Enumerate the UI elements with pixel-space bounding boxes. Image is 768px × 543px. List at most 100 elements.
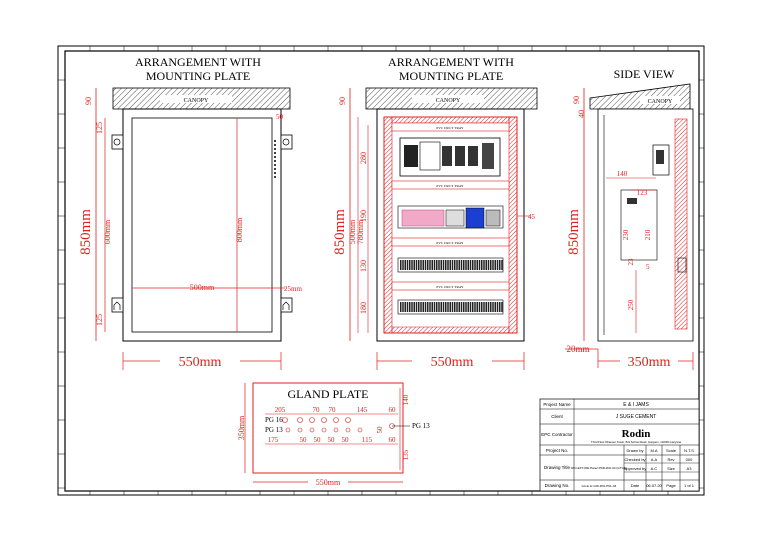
gland-bottom-dim: 60 [389, 436, 397, 444]
gland-hole-pg13 [357, 427, 363, 433]
front-view: ARRANGEMENT WITH MOUNTING PLATE CANOPY 9… [78, 55, 302, 370]
front-canopy-label: CANOPY [184, 98, 209, 104]
mounting-500-dim: 500mm [348, 219, 357, 244]
tb-drawing-no-label: Drawing No. [545, 483, 570, 488]
tb-project-no-label: Project No. [546, 448, 568, 453]
mounting-canopy-label: CANOPY [436, 98, 461, 104]
gland-hole-pg16 [309, 417, 315, 423]
front-bottom-gap-dim: 125 [95, 314, 104, 326]
tb-scale-label: Scale [666, 448, 677, 453]
mounting-height-dim: 850mm [332, 209, 348, 255]
side-top-40-dim: 40 [577, 110, 586, 118]
front-inner-width-dim: 500mm [190, 283, 215, 292]
gland-bottom-dim: 50 [342, 436, 350, 444]
duct-tray: PVC DUCT TRAY [391, 180, 510, 190]
mounting-plate-view: ARRANGEMENT WITH MOUNTING PLATE CANOPY P… [332, 55, 538, 370]
front-width-dim: 550mm [179, 355, 222, 370]
gland-bottom-dim: 50 [328, 436, 336, 444]
gland-title: GLAND PLATE [288, 387, 369, 401]
mounting-top-dim: 90 [338, 97, 347, 105]
tb-logo: Rodin [622, 428, 651, 440]
front-inner-height-dim: 800mm [235, 217, 244, 242]
gland-bottom-dim: 50 [300, 436, 308, 444]
tb-address: Third Floor Dhaneer Tower, B-9 Sohna Roa… [591, 440, 681, 444]
tb-page-value: 1 of 1 [684, 483, 695, 488]
gland-top-dim: 205 [275, 406, 286, 414]
side-230-dim: 230 [622, 229, 630, 240]
side-250-dim: 250 [627, 299, 635, 310]
tb-date-label: Date [631, 483, 640, 488]
gland-top-dim: 60 [389, 406, 397, 414]
duct-tray-label: PVC DUCT TRAY [436, 184, 464, 188]
mounting-seg-130: 130 [359, 260, 368, 272]
duct-tray: PVC DUCT TRAY [391, 237, 510, 247]
tb-checked-label: Checked by [624, 457, 645, 462]
tb-checked-value: A.A [651, 457, 658, 462]
mounting-right-45: 45 [528, 213, 536, 221]
side-title: SIDE VIEW [614, 67, 675, 81]
front-mid-height-dim: 600mm [103, 219, 112, 244]
side-top-dim: 90 [572, 96, 581, 104]
mounting-title-line2: MOUNTING PLATE [399, 69, 503, 83]
border-ticks [58, 46, 704, 495]
mounting-seg-280: 280 [359, 152, 368, 164]
tb-approved-value: A.C [651, 466, 658, 471]
side-123-dim: 123 [637, 189, 648, 197]
gland-hole-pg13 [333, 427, 339, 433]
tb-project-name-label: Project Name [543, 402, 571, 407]
gland-hole-pg13 [321, 427, 327, 433]
duct-tray: PVC DUCT TRAY [391, 281, 510, 291]
gland-width-dim: 550mm [316, 478, 341, 487]
gland-hole-pg16 [345, 417, 351, 423]
gland-right-bottom-dim: 135 [402, 449, 410, 460]
tb-client-label: Client [551, 414, 563, 419]
tb-drawing-no-value: GA-E & I-DD-RIO-PNL-04 [582, 484, 617, 488]
title-block: Project Name E & I JAMS Client J SUGE CE… [539, 398, 700, 492]
duct-tray: PVC DUCT TRAY [391, 122, 510, 132]
tb-drawing-title-value: RIO-EXT-IDE Panel PDR-RIO-04 (GTCA) [571, 466, 627, 470]
front-side-gap-dim: 25mm [284, 285, 302, 293]
side-red-strip [674, 118, 688, 330]
tb-client-value: J SUGE CEMENT [616, 414, 657, 420]
gland-pg13-right-label: PG 13 [412, 422, 430, 430]
duct-tray-label: PVC DUCT TRAY [436, 126, 464, 130]
sheet-outer-border [57, 45, 705, 496]
side-5-dim: 5 [646, 263, 650, 271]
tb-rev-value: 000 [686, 457, 693, 462]
tb-contractor-label: EPC Contractor [541, 432, 573, 437]
side-210-dim: 210 [644, 229, 652, 240]
gland-hole-pg13 [345, 427, 351, 433]
side-canopy-label: CANOPY [648, 99, 673, 105]
tb-rev-label: Rev [667, 457, 674, 462]
gland-height-dim: 350mm [237, 415, 246, 440]
gland-mid-right-dim: 50 [376, 426, 384, 434]
tb-size-label: Size [667, 466, 676, 471]
gland-right-top-dim: 140 [402, 394, 410, 405]
tb-size-value: A3 [687, 466, 693, 471]
front-title-line2: MOUNTING PLATE [146, 69, 250, 83]
tb-project-name-value: E & I JAMS [623, 402, 649, 408]
tb-date-value: 06.07.20 [646, 483, 662, 488]
gland-bottom-dim: 175 [268, 436, 279, 444]
gland-hole-pg16 [297, 417, 303, 423]
gland-pg16-label: PG 16 [265, 416, 283, 424]
side-140-dim: 140 [617, 170, 628, 178]
terminal-strip [397, 257, 504, 273]
mounting-seg-190: 190 [359, 210, 368, 222]
front-enclosure [122, 108, 282, 342]
terminal-strip [397, 299, 504, 315]
mounting-title-line1: ARRANGEMENT WITH [388, 55, 514, 69]
front-height-dim: 850mm [78, 209, 94, 255]
gland-hole-pg16 [321, 417, 327, 423]
tb-drawn-value: M.A [650, 448, 657, 453]
front-top-dim: 90 [84, 97, 93, 105]
tb-drawing-title-label: Drawing Title [544, 465, 571, 470]
front-top-gap-dim: 125 [95, 122, 104, 134]
tb-approved-label: Approved by [624, 466, 646, 471]
gland-bottom-dim: 50 [314, 436, 322, 444]
sheet-inner-border [64, 50, 700, 492]
duct-tray-label: PVC DUCT TRAY [436, 241, 464, 245]
gland-hole-pg13 [297, 427, 303, 433]
